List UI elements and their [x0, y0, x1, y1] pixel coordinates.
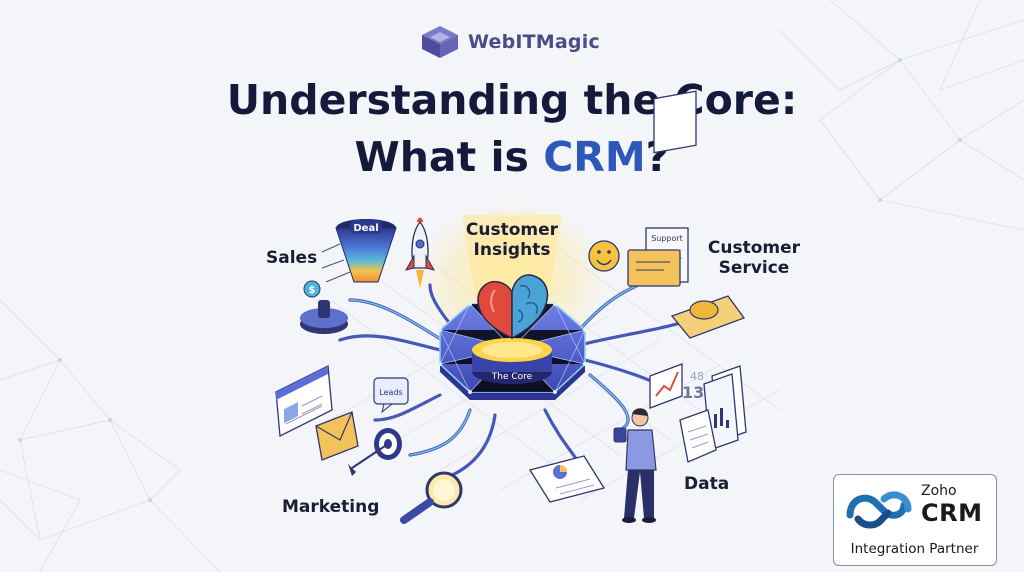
ticket-coin-icon [670, 295, 746, 339]
heart-brain-icon [477, 274, 549, 340]
label-sales: Sales [266, 248, 318, 268]
zoho-crm-logo-icon [846, 491, 912, 529]
envelope-icon [315, 411, 359, 461]
sales-funnel-icon: Deal [321, 219, 397, 283]
support-label: Support [651, 234, 683, 243]
brand-name: WebITMagic [468, 31, 600, 53]
leads-label: Leads [379, 388, 402, 397]
deal-label: Deal [353, 223, 378, 234]
label-service-line1: Customer [707, 238, 801, 258]
zoho-partner-text: Integration Partner [850, 541, 979, 557]
target-arrow-icon [348, 428, 402, 476]
leads-bubble-icon: Leads [373, 377, 409, 414]
label-marketing: Marketing [282, 497, 380, 517]
zoho-crm-partner-badge: Zoho CRM Integration Partner [833, 474, 997, 566]
data-number-48: 48 [690, 370, 704, 383]
coin-dish-icon: $ [300, 280, 348, 334]
zoho-product-text: CRM [921, 499, 983, 527]
webitmagic-logo-icon [422, 26, 458, 58]
support-documents-icon: Support [627, 90, 697, 287]
label-data: Data [684, 474, 730, 494]
pie-chart-card-icon [528, 455, 606, 503]
dollar-sign: $ [309, 285, 316, 296]
core-platform: The Core [438, 302, 587, 400]
label-insights-line2: Insights [473, 240, 551, 260]
headline-line-2: What is CRM? [0, 133, 1024, 181]
brand-logo: WebITMagic [420, 22, 600, 62]
browser-window-icon [275, 364, 333, 438]
chart-card-icon [649, 363, 683, 409]
report-documents-icon [679, 365, 747, 463]
core-label: The Core [491, 372, 533, 382]
headline-prefix: What is [354, 133, 544, 181]
smiley-face-icon [588, 240, 620, 272]
headline-line-1: Understanding the Core: [226, 76, 798, 124]
zoho-brand-text: Zoho [921, 483, 957, 499]
analyst-person-icon [613, 408, 657, 523]
label-service-line2: Service [718, 258, 790, 278]
label-insights-line1: Customer [465, 220, 559, 240]
magnifier-icon [400, 471, 463, 524]
headline-accent-crm: CRM [543, 133, 646, 181]
rocket-icon [404, 217, 436, 288]
